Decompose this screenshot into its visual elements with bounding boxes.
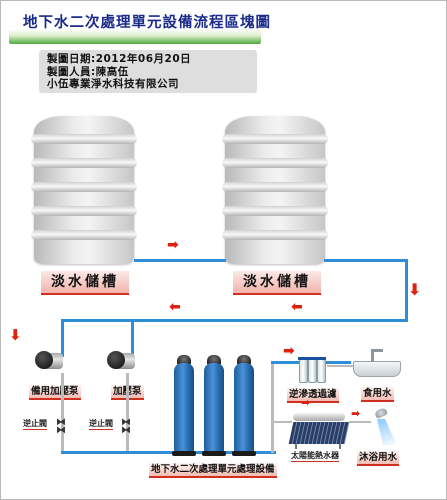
flow-arrow-shower-icon: ➡ (351, 407, 361, 420)
check-valve-1-label: 逆止閥 (23, 419, 47, 430)
flow-arrow-left-icon-2: ⬅ (169, 299, 181, 315)
column-3-base (232, 451, 256, 456)
column-2-head (207, 355, 221, 365)
solar-water-heater-icon (288, 413, 351, 449)
info-author: 製圖人員:陳高伍 (47, 65, 129, 78)
column-2-base (202, 451, 226, 456)
info-box: 製圖日期:2012年06月20日 製圖人員:陳高伍 小伍專業淨水科技有限公司 (39, 50, 257, 93)
check-valve-1-icon: ⧓⧓ (56, 417, 66, 436)
pipe-return-left (61, 319, 408, 322)
pipe-bottom-collector (61, 451, 276, 454)
pipe-to-solar (274, 421, 292, 423)
diagram-title: 地下水二次處理單元設備流程區塊圖 (23, 15, 271, 31)
flow-arrow-solar-icon: ➡ (301, 396, 311, 409)
pipe-tank2-out (324, 259, 407, 262)
title-banner (9, 10, 261, 44)
treatment-column-3 (234, 363, 254, 453)
solar-heater-label: 太陽能熱水器 (291, 451, 339, 462)
freshwater-tank-1 (31, 116, 137, 264)
pipe-main-pump-down (126, 373, 129, 453)
tank-1-label: 淡水儲槽 (41, 271, 129, 295)
drinking-water-label: 食用水 (361, 387, 394, 402)
pipe-equipment-out (271, 361, 274, 453)
pipe-drop-backup-pump (61, 319, 64, 357)
main-pump-motor-icon (107, 351, 125, 369)
pipe-solar-to-shower (349, 421, 371, 423)
pipe-ro-to-sink (327, 365, 353, 367)
pipe-backup-pump-down (61, 373, 64, 453)
flow-arrow-right-icon: ➡ (167, 237, 179, 253)
backup-pump-motor-icon (35, 351, 53, 369)
ro-filter-label: 逆滲透過濾 (287, 388, 339, 403)
treatment-column-2 (204, 363, 224, 453)
column-3-head (237, 355, 251, 365)
info-date: 製圖日期:2012年06月20日 (47, 53, 192, 65)
freshwater-tank-2 (222, 116, 328, 264)
pipe-right-drop (405, 259, 408, 321)
ro-filter-icon (298, 357, 327, 383)
pipe-tank1-to-tank2-b (134, 259, 226, 262)
treatment-column-1 (174, 363, 194, 453)
flow-arrow-down-icon: ⬇ (408, 280, 422, 299)
bathing-water-label: 沐浴用水 (357, 451, 400, 466)
info-company: 小伍專業淨水科技有限公司 (47, 78, 179, 90)
column-1-head (177, 355, 191, 365)
check-valve-2-label: 逆止閥 (89, 419, 113, 430)
shower-icon (369, 406, 399, 447)
flow-arrow-down-pump-icon: ⬇ (9, 326, 22, 344)
flow-arrow-left-icon-1: ⬅ (291, 299, 303, 315)
backup-pump-label: 備用加壓泵 (29, 385, 81, 400)
treatment-equipment-label: 地下水二次處理單元處理設備 (149, 463, 277, 478)
flow-arrow-ro-icon: ➡ (283, 343, 295, 359)
column-1-base (172, 451, 196, 456)
pipe-drop-main-pump (131, 319, 134, 357)
tank-2-label: 淡水儲槽 (233, 271, 321, 295)
check-valve-2-icon: ⧓⧓ (121, 417, 131, 436)
sink-icon (353, 349, 401, 377)
